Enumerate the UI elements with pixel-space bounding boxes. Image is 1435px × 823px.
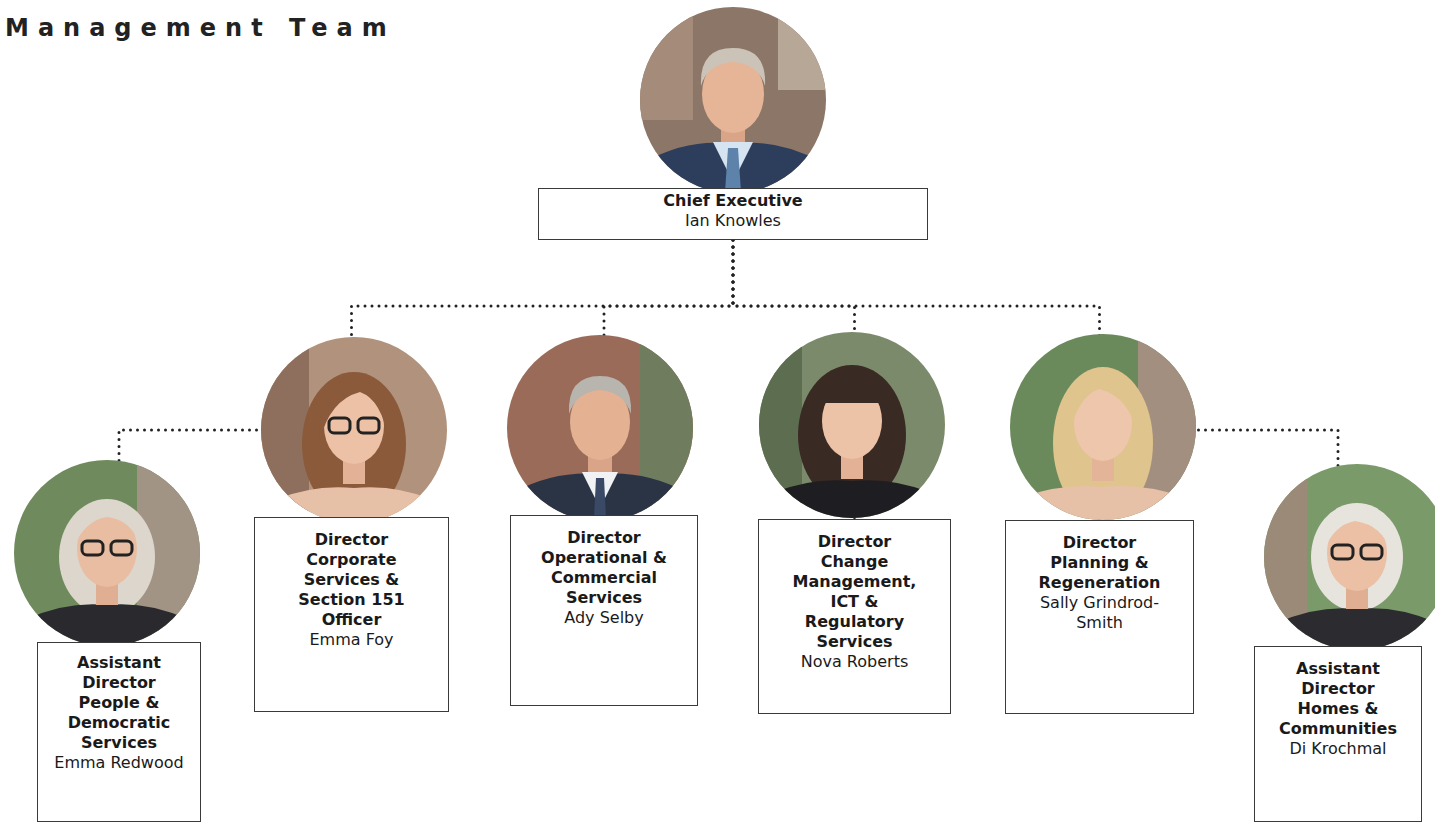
diagram-title: Management Team — [5, 14, 396, 42]
org-chart-box: Director Operational & Commercial Servic… — [510, 515, 698, 706]
person-name: Ady Selby — [534, 608, 674, 628]
org-chart-box: Assistant Director Homes & CommunitiesDi… — [1254, 646, 1422, 822]
person-name: Sally Grindrod-Smith — [1032, 593, 1167, 633]
org-chart-box: Chief ExecutiveIan Knowles — [538, 188, 928, 240]
org-chart-box: Director Planning & RegenerationSally Gr… — [1005, 520, 1194, 714]
portrait-photo — [633, 0, 838, 200]
role-title: Chief Executive — [548, 191, 918, 211]
org-chart-box: Director Corporate Services & Section 15… — [254, 517, 449, 712]
portrait-photo — [752, 325, 952, 525]
role-title: Director Change Management, ICT & Regula… — [784, 532, 925, 652]
person-name: Ian Knowles — [548, 211, 918, 231]
portrait-photo — [1257, 457, 1435, 657]
role-title: Assistant Director People & Democratic S… — [49, 653, 189, 753]
person-name: Emma Redwood — [49, 753, 189, 773]
portrait-photo — [254, 330, 454, 530]
org-chart-box: Assistant Director People & Democratic S… — [37, 642, 201, 822]
person-name: Di Krochmal — [1268, 739, 1408, 759]
portrait-photo — [500, 328, 700, 528]
role-title: Assistant Director Homes & Communities — [1268, 659, 1408, 739]
role-title: Director Operational & Commercial Servic… — [534, 528, 674, 608]
person-name: Nova Roberts — [784, 652, 925, 672]
role-title: Director Planning & Regeneration — [1032, 533, 1167, 593]
role-title: Director Corporate Services & Section 15… — [289, 530, 414, 630]
org-chart-box: Director Change Management, ICT & Regula… — [758, 519, 951, 714]
portrait-photo — [7, 453, 207, 653]
portrait-photo — [1003, 327, 1203, 527]
person-name: Emma Foy — [289, 630, 414, 650]
